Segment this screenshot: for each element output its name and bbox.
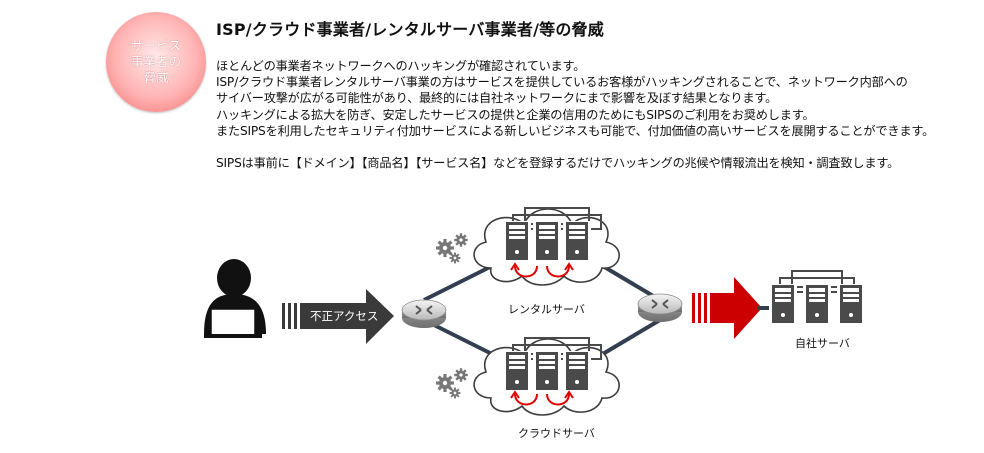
description: ほとんどの事業者ネットワークへのハッキングが確認されています。 ISP/クラウド… [216,58,976,171]
paragraph-line: またSIPSを利用したセキュリティ付加サービスによる新しいビジネスも可能で、付加… [216,123,935,138]
hacker-icon [204,259,266,338]
badge-label: サービス 事業者の 脅威 [130,38,181,85]
cloud-server-label: クラウドサーバ [518,427,595,440]
paragraph-line: サイバー攻撃が広がる可能性があり、最終的には自社ネットワークにまで影響を及ぼす結… [216,91,778,106]
threat-arrow [692,277,762,339]
router-icon [637,293,683,323]
rental-server-cluster [503,208,601,261]
network-diagram: 不正アクセス レンタルサーバ クラウドサーバ [204,190,865,440]
malware-gear-icon [436,368,468,399]
threat-badge: サービス 事業者の 脅威 [106,12,206,112]
paragraph-line: SIPSは事前に【ドメイン】【商品名】【サービス名】などを登録するだけでハッキン… [216,156,900,171]
page-title: ISP/クラウド事業者/レンタルサーバ事業者/等の脅威 [216,20,604,39]
sync-arrows [510,262,574,278]
own-server-label: 自社サーバ [795,336,850,350]
paragraph-line: ISP/クラウド事業者レンタルサーバ事業の方はサービスを提供しているお客様がハッ… [216,75,908,90]
cloud-server-cluster [503,338,601,391]
attack-arrow-label: 不正アクセス [310,309,378,323]
attack-arrow [282,289,394,344]
malware-gear-icon [436,233,468,264]
paragraph-line: ほとんどの事業者ネットワークへのハッキングが確認されています。 [216,59,586,73]
router-icon [401,299,447,329]
rental-server-label: レンタルサーバ [508,303,585,316]
sync-arrows [510,390,574,406]
paragraph-line: ハッキングによる拡大を防ぎ、安定したサービスの提供と企業の信用のためにもSIPS… [216,107,815,122]
own-server-cluster [769,270,865,326]
